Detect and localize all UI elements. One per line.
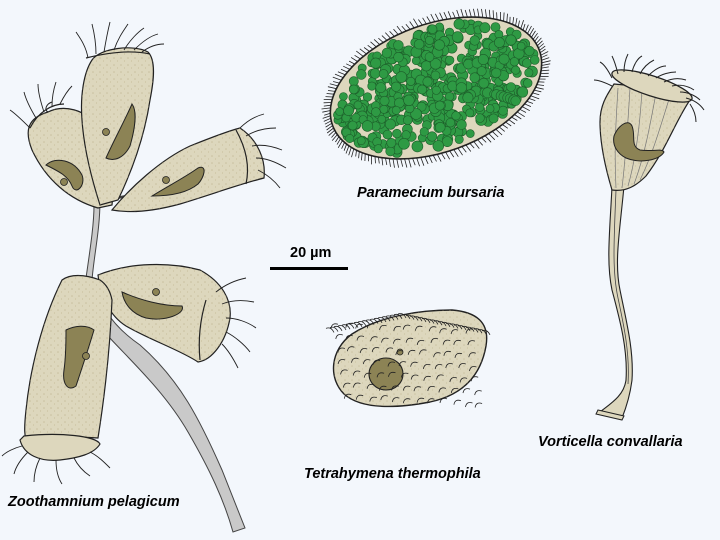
zooid — [110, 127, 265, 213]
symbiont-algae — [333, 18, 540, 158]
organism-label-tetrahymena: Tetrahymena thermophila — [304, 466, 481, 482]
tetrahymena-thermophila-drawing — [325, 309, 491, 408]
zoothamnium-cilia — [1, 21, 287, 485]
scale-bar-label: 20 µm — [290, 245, 332, 261]
vorticella-cilia — [593, 53, 705, 123]
tetrahymena-cilia — [325, 313, 491, 408]
organism-label-paramecium: Paramecium bursaria — [357, 185, 505, 201]
vorticella-convallaria-drawing — [593, 53, 705, 421]
organism-label-zoothamnium: Zoothamnium pelagicum — [8, 494, 180, 510]
organism-label-vorticella: Vorticella convallaria — [538, 434, 683, 450]
paramecium-bursaria-drawing — [321, 8, 551, 168]
paramecium-cilia — [321, 8, 551, 168]
zooid — [19, 274, 113, 461]
scale-bar — [270, 267, 348, 270]
zooid — [80, 47, 155, 206]
zooid — [97, 263, 231, 363]
zoothamnium-pelagicum-drawing — [1, 21, 287, 533]
